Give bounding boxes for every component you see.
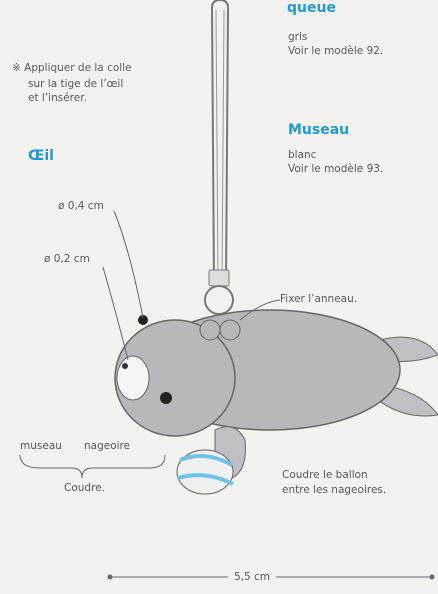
museau-model: Voir le modèle 93. xyxy=(288,163,383,176)
ring-label: Fixer l’anneau. xyxy=(280,293,357,306)
strap-clasp xyxy=(209,270,229,286)
width-dimension: 5,5 cm xyxy=(234,571,270,584)
museau-color: blanc xyxy=(288,149,316,162)
nageoire-label: nageoire xyxy=(84,440,130,453)
note-line-3: et l’insérer. xyxy=(28,92,87,105)
museau-label: museau xyxy=(20,440,62,453)
leader-d1 xyxy=(114,211,143,318)
strap xyxy=(212,0,228,285)
queue-model: Voir le modèle 92. xyxy=(288,45,383,58)
leader-d2 xyxy=(103,267,128,360)
metal-ring xyxy=(205,286,233,314)
museau-title: Museau xyxy=(288,124,349,137)
ball-label-1: Coudre le ballon xyxy=(282,469,368,482)
note-line-2: sur la tige de l’œil xyxy=(28,78,123,91)
queue-color: gris xyxy=(288,31,307,44)
eye-large xyxy=(160,392,172,404)
snout xyxy=(117,356,149,400)
note-marker: ※ xyxy=(12,62,24,74)
eye-diameter-large: ø 0,4 cm xyxy=(58,200,104,213)
note-line-1: ※ Appliquer de la colle xyxy=(12,62,132,75)
bracket xyxy=(20,455,165,478)
ball-label-2: entre les nageoires. xyxy=(282,484,386,497)
eye-title: Œil xyxy=(28,150,54,163)
eye-diameter-small: ø 0,2 cm xyxy=(44,253,90,266)
queue-title: queue xyxy=(287,2,336,15)
coudre-label: Coudre. xyxy=(64,482,105,495)
